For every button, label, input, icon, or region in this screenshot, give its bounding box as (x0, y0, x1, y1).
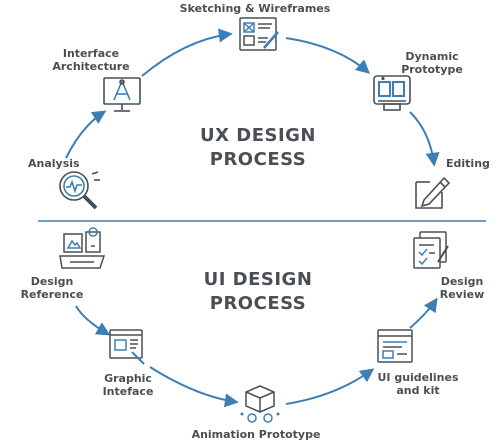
ux-title-line1: UX DESIGN (200, 125, 316, 146)
arrow-architecture-to-sketching (141, 28, 233, 77)
arrow-analysis-to-architecture (65, 110, 107, 159)
step-label-review: Design Review (439, 275, 485, 301)
step-label-architecture: Interface Architecture (52, 47, 130, 73)
step-label-reference: Design Reference (20, 275, 84, 301)
step-label-guidelines: UI guidelines and kit (377, 371, 459, 397)
arrow-guidelines-to-review (409, 297, 438, 329)
arrow-graphic-to-animation (149, 366, 239, 408)
prototype-icon (373, 75, 411, 111)
wireframe-icon (239, 17, 279, 51)
step-label-editing: Editing (446, 157, 490, 170)
arrow-sketching-to-prototype (285, 37, 371, 74)
graphic-icon (109, 329, 145, 365)
step-label-animation: Animation Prototype (191, 428, 321, 441)
arrow-reference-to-graphic (75, 305, 111, 336)
step-label-analysis: Analysis (28, 157, 80, 170)
review-icon (413, 231, 449, 269)
step-label-prototype: Dynamic Prototype (401, 50, 463, 76)
analysis-icon (59, 171, 100, 210)
step-label-graphic: Graphic Inteface (102, 372, 154, 398)
arrow-prototype-to-editing (409, 111, 440, 167)
ui-process-title: UI DESIGN PROCESS (190, 268, 326, 316)
guidelines-icon (377, 329, 413, 363)
ui-title-line2: PROCESS (209, 293, 307, 314)
animation-icon (240, 385, 280, 423)
arrow-animation-to-guidelines (285, 368, 375, 405)
architecture-icon (103, 77, 141, 112)
reference-icon (59, 227, 106, 269)
ui-title-line1: UI DESIGN (203, 269, 313, 290)
edit-icon (415, 176, 451, 209)
step-label-sketching: Sketching & Wireframes (179, 2, 331, 15)
ux-title-line2: PROCESS (209, 149, 307, 170)
ux-process-title: UX DESIGN PROCESS (190, 124, 326, 172)
